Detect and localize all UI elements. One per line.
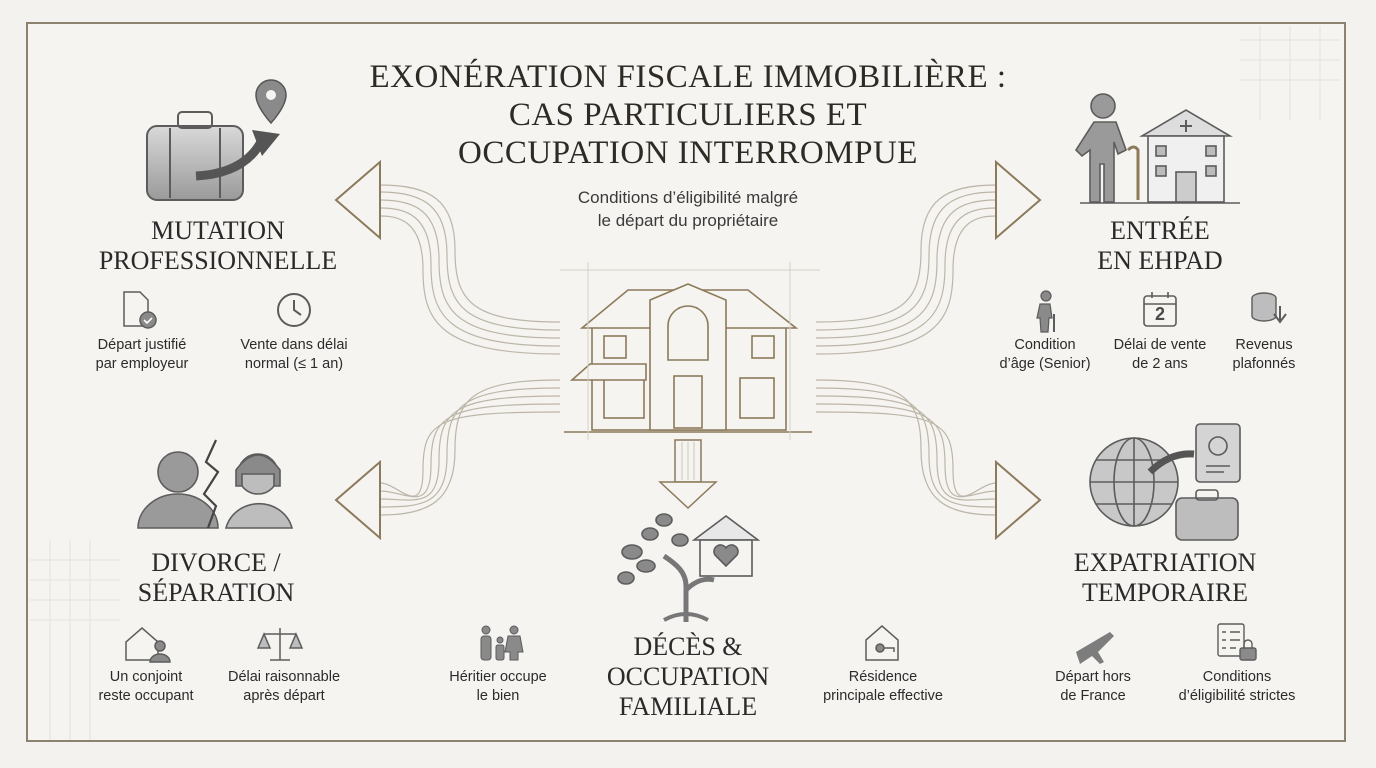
document-check-icon (123, 291, 157, 329)
label-condition-age: Condition d’âge (Senior) (990, 336, 1100, 374)
checklist-lock-icon (1217, 623, 1257, 661)
label-line: principale effective (823, 688, 943, 704)
arrowhead-bottom-left (334, 459, 381, 541)
heading-line: TEMPORAIRE (1081, 578, 1249, 607)
heading-line: SÉPARATION (137, 578, 295, 607)
subtitle-line-1: Conditions d’éligibilité malgré (577, 188, 799, 207)
arrow-top-left (379, 184, 561, 355)
label-vente-delai: Vente dans délai normal (≤ 1 an) (224, 336, 364, 374)
label-line: de France (1060, 688, 1126, 704)
heading-line: ENTRÉE (1110, 216, 1210, 245)
house-key-icon (865, 625, 899, 661)
label-line: Condition (1014, 337, 1076, 353)
airplane-icon (1076, 632, 1114, 664)
label-line: de 2 ans (1132, 356, 1188, 372)
arrow-top-right (815, 184, 997, 355)
label-line: Héritier occupe (449, 669, 547, 685)
heading-line: OCCUPATION (606, 662, 770, 691)
label-revenus: Revenus plafonnés (1222, 336, 1306, 374)
label-depart-justifie: Départ justifié par employeur (72, 336, 212, 374)
arrowhead-top-right (995, 159, 1042, 241)
label-line: le bien (476, 688, 520, 704)
label-line: Départ hors (1055, 669, 1131, 685)
arrow-bottom-left (379, 379, 561, 516)
scales-icon (256, 628, 304, 661)
arrowhead-bottom-right (995, 459, 1042, 541)
heading-divorce: DIVORCE / SÉPARATION (96, 548, 336, 608)
label-line: plafonnés (1232, 356, 1296, 372)
heading-line: MUTATION (151, 216, 285, 245)
location-pin-icon (255, 79, 287, 125)
label-line: Un conjoint (109, 669, 183, 685)
label-conditions-strictes: Conditions d’éligibilité strictes (1164, 668, 1310, 706)
family-icon (480, 625, 524, 661)
suitcase-arrow-icon (146, 111, 280, 201)
title-line-1: EXONÉRATION FISCALE IMMOBILIÈRE : (369, 59, 1007, 95)
calendar-number: 2 (1154, 304, 1165, 324)
heading-line: DIVORCE / (151, 548, 281, 577)
label-line: après départ (243, 688, 325, 704)
heading-expatriation: EXPATRIATION TEMPORAIRE (1040, 548, 1290, 608)
label-line: Vente dans délai (240, 337, 348, 353)
label-heritier: Héritier occupe le bien (428, 668, 568, 706)
heading-line: FAMILIALE (618, 692, 758, 721)
subtitle-line-2: le départ du propriétaire (597, 211, 779, 230)
senior-ehpad-illustration (1074, 93, 1240, 204)
heading-line: EN EHPAD (1097, 246, 1223, 275)
label-line: par employeur (95, 356, 189, 372)
label-line: d’éligibilité strictes (1178, 688, 1296, 704)
heading-line: EXPATRIATION (1073, 548, 1257, 577)
label-residence: Résidence principale effective (808, 668, 958, 706)
label-line: reste occupant (98, 688, 194, 704)
label-line: Délai de vente (1113, 337, 1207, 353)
label-depart-france: Départ hors de France (1034, 668, 1152, 706)
label-line: Résidence (848, 669, 918, 685)
label-line: normal (≤ 1 an) (244, 356, 344, 372)
calendar-icon (1143, 292, 1177, 327)
couple-separation-illustration (137, 439, 294, 529)
label-line: Délai raisonnable (227, 669, 341, 685)
coins-down-icon (1251, 292, 1287, 324)
central-house-illustration (564, 283, 812, 433)
clock-icon (277, 293, 311, 327)
label-line: Départ justifié (97, 337, 187, 353)
label-delai-vente: Délai de vente de 2 ans (1104, 336, 1216, 374)
label-conjoint: Un conjoint reste occupant (78, 668, 214, 706)
label-line: Revenus (1235, 337, 1293, 353)
page-title: EXONÉRATION FISCALE IMMOBILIÈRE : CAS PA… (280, 58, 1096, 172)
label-delai-raisonnable: Délai raisonnable après départ (214, 668, 354, 706)
heading-ehpad: ENTRÉE EN EHPAD (1050, 216, 1270, 276)
heading-mutation: MUTATION PROFESSIONNELLE (78, 216, 358, 276)
subtitle: Conditions d’éligibilité malgré le dépar… (488, 186, 888, 232)
heading-deces: DÉCÈS & OCCUPATION FAMILIALE (578, 632, 798, 722)
arrow-bottom-right (815, 379, 997, 516)
label-line: d’âge (Senior) (999, 356, 1091, 372)
globe-passport-illustration (1089, 423, 1241, 541)
arrowhead-top-left (334, 159, 381, 241)
heading-line: DÉCÈS & (633, 632, 743, 661)
title-line-3: OCCUPATION INTERROMPUE (458, 135, 918, 171)
label-line: Conditions (1202, 669, 1272, 685)
title-line-2: CAS PARTICULIERS ET (508, 97, 868, 133)
heading-line: PROFESSIONNELLE (98, 246, 338, 275)
house-person-icon (125, 627, 171, 663)
tree-heart-house-illustration (617, 513, 761, 622)
senior-icon (1036, 290, 1055, 333)
